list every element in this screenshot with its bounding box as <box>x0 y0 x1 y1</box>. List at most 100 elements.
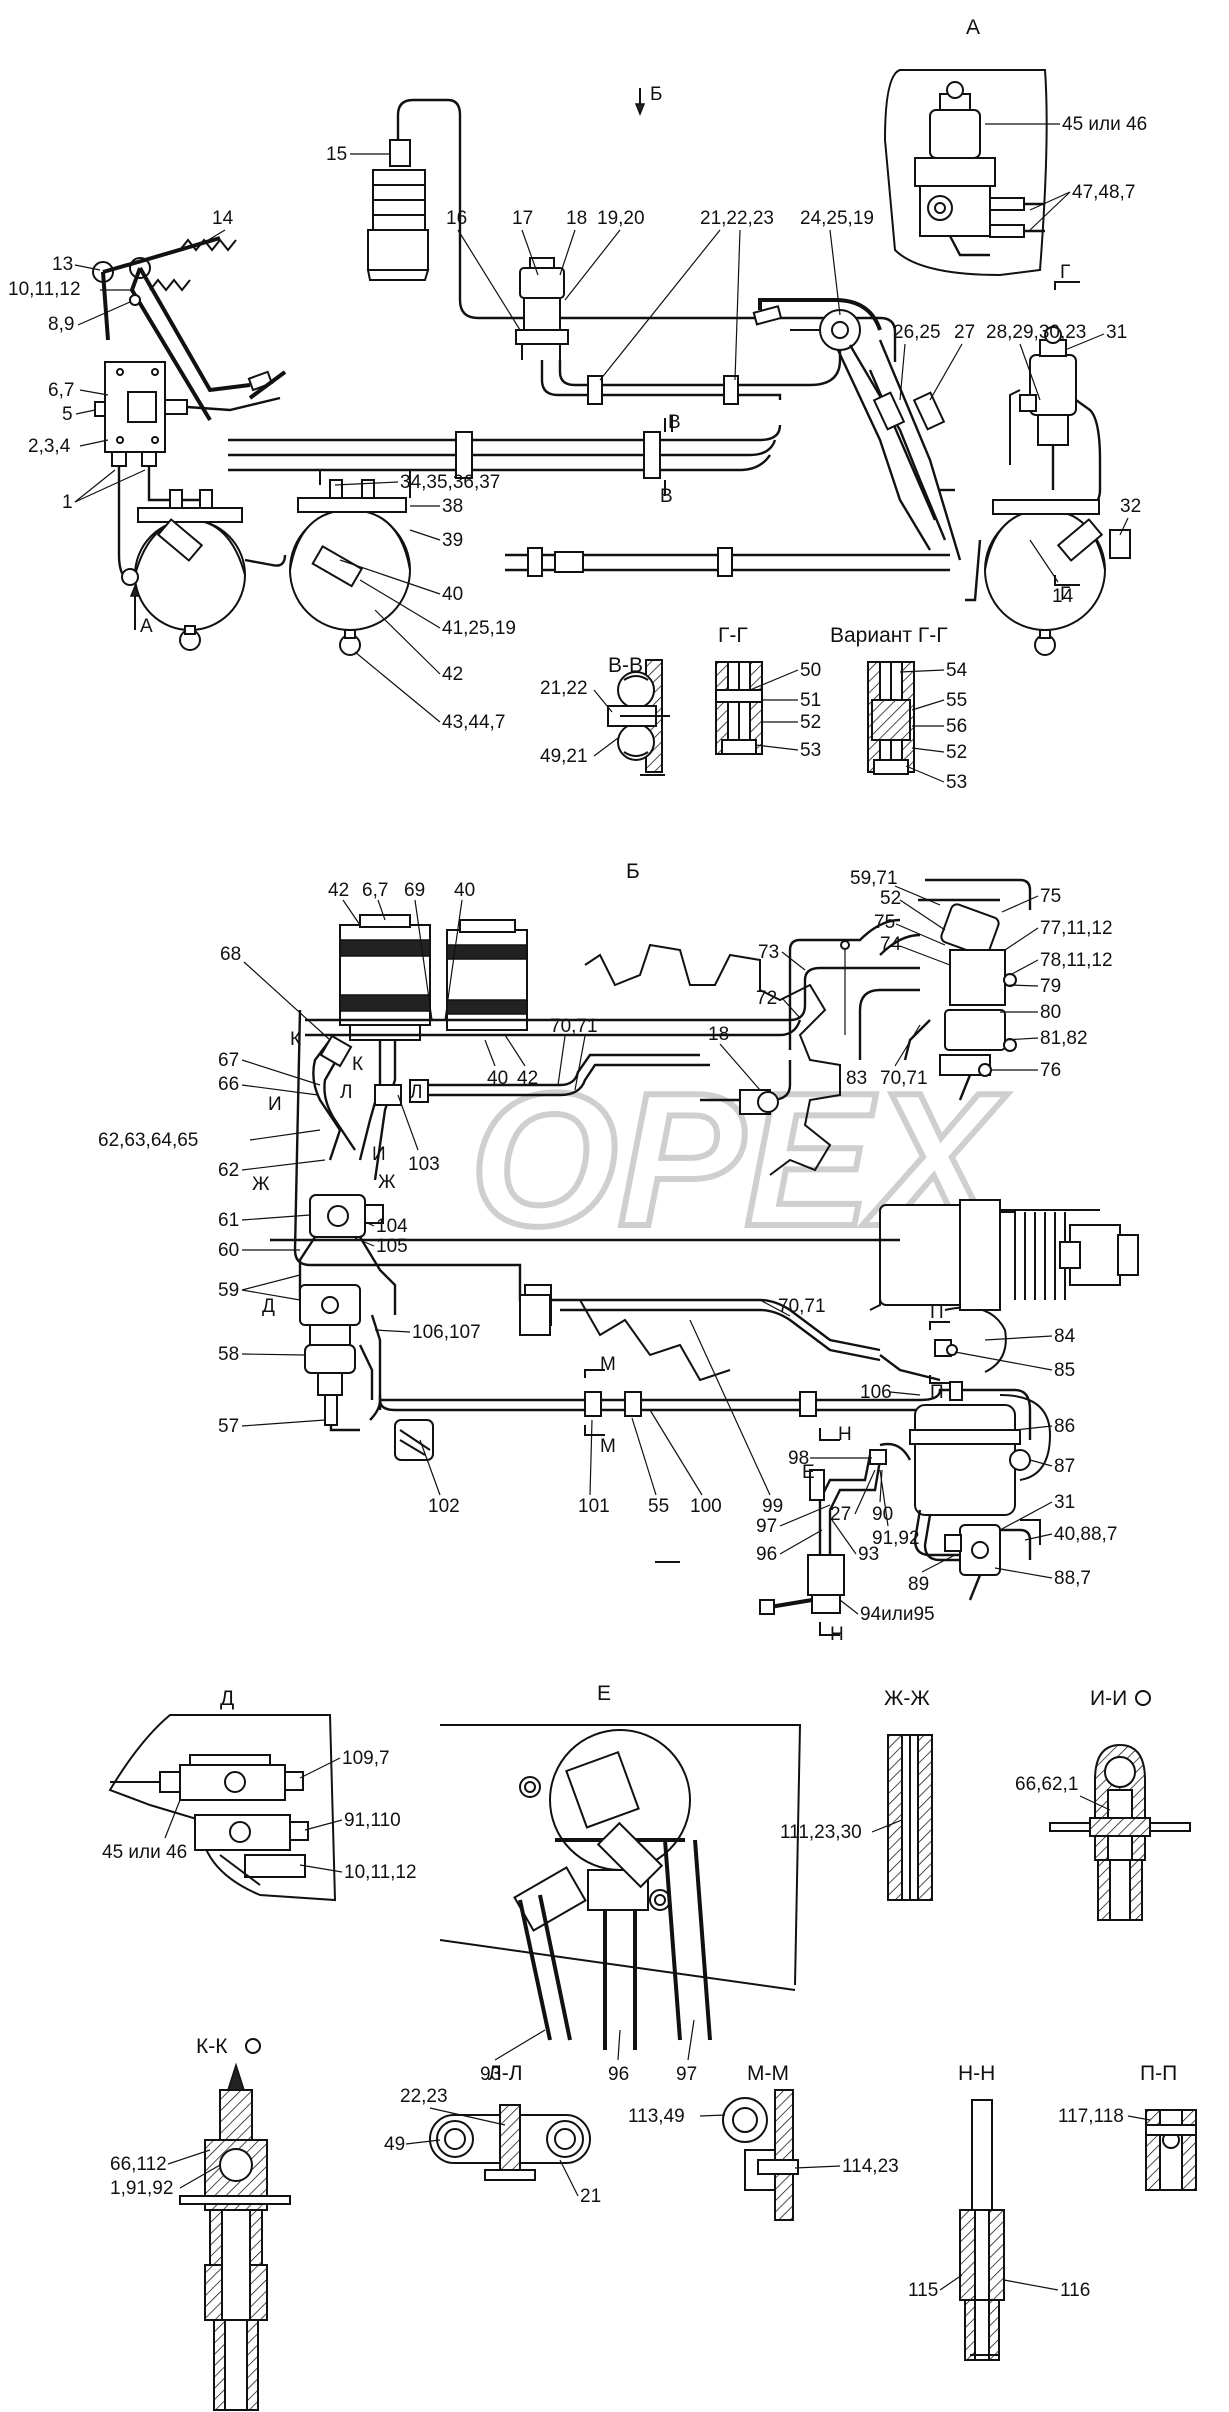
section-k-k <box>179 2062 291 2411</box>
section-k-mark-1: К <box>290 1029 301 1050</box>
callout-54: 54 <box>946 660 968 681</box>
callout-mid-18: 18 <box>708 1024 729 1045</box>
callout-116: 116 <box>1060 2280 1090 2301</box>
callout-mid-73: 73 <box>758 942 779 963</box>
callout-mid-104: 104 <box>376 1216 408 1237</box>
title-view-d: Д <box>220 1687 234 1710</box>
title-section-p-p: П-П <box>1140 2062 1177 2085</box>
callout-mid-89: 89 <box>908 1574 929 1595</box>
callout-mid-78-11-12: 78,11,12 <box>1040 950 1113 971</box>
callout-114-23: 114,23 <box>842 2156 899 2177</box>
title-section-zh-zh: Ж-Ж <box>884 1687 930 1710</box>
callouts-bottom: 109,7 91,110 10,11,12 45 или 46 93 96 97… <box>102 1748 1151 2301</box>
section-zh-mark-2: Ж <box>378 1172 396 1193</box>
callout-40: 40 <box>442 584 463 605</box>
title-view-a: А <box>966 16 980 39</box>
section-k-mark-2: К <box>352 1054 363 1075</box>
callout-mid-74: 74 <box>880 934 902 955</box>
callout-117-118: 117,118 <box>1058 2106 1124 2127</box>
callout-mid-97: 97 <box>756 1516 777 1537</box>
callout-mid-85: 85 <box>1054 1360 1075 1381</box>
callout-mid-75a: 75 <box>1040 886 1061 907</box>
section-g-bottom: Г <box>1060 584 1070 605</box>
middle-view-b: П П Н Н Е М М <box>252 878 1139 1645</box>
callout-bottom-45-or-46: 45 или 46 <box>102 1842 187 1863</box>
callout-21-22-23: 21,22,23 <box>700 208 774 229</box>
callout-21-22: 21,22 <box>540 678 588 699</box>
callout-mid-99: 99 <box>762 1496 783 1517</box>
callout-mid-101: 101 <box>578 1496 610 1517</box>
callout-mid-88-7: 88,7 <box>1054 1568 1091 1589</box>
callout-mid-79: 79 <box>1040 976 1061 997</box>
callout-113-49: 113,49 <box>628 2106 685 2127</box>
section-zh-mark-1: Ж <box>252 1174 270 1195</box>
right-valve-cluster <box>788 878 1032 1101</box>
callout-bottom-10-11-12: 10,11,12 <box>344 1862 417 1883</box>
callout-mid-84: 84 <box>1054 1326 1076 1347</box>
callout-19-20: 19,20 <box>597 208 645 229</box>
callout-51: 51 <box>800 690 821 711</box>
callout-mid-91-92: 91,92 <box>872 1528 920 1549</box>
callout-14-top: 14 <box>212 208 234 229</box>
callout-mid-90: 90 <box>872 1504 893 1525</box>
callout-14-bottom: 14 <box>1052 586 1074 607</box>
callout-34-37: 34,35,36,37 <box>400 472 500 493</box>
callouts-middle: 42 6,7 69 40 59,71 75 52 75 74 77,11,12 … <box>98 868 1117 1625</box>
callout-mid-96: 96 <box>756 1544 777 1565</box>
section-e-mark: Е <box>802 1462 815 1483</box>
section-v-v <box>607 659 670 776</box>
callout-mid-105: 105 <box>376 1236 408 1257</box>
callout-115: 115 <box>908 2280 938 2301</box>
callout-22-23: 22,23 <box>400 2086 448 2107</box>
engine-block <box>869 1199 1139 1311</box>
callout-mid-6-7: 6,7 <box>362 880 388 901</box>
callout-mid-81-82: 81,82 <box>1040 1028 1088 1049</box>
callout-50: 50 <box>800 660 821 681</box>
pedal-assembly <box>92 236 287 422</box>
callout-41-25-19: 41,25,19 <box>442 618 516 639</box>
distributor-block <box>94 361 281 467</box>
callout-55a: 55 <box>946 690 967 711</box>
callout-2-3-4: 2,3,4 <box>28 436 71 457</box>
callout-mid-87: 87 <box>1054 1456 1075 1477</box>
callout-bottom-96: 96 <box>608 2064 629 2085</box>
callout-66-62-1: 66,62,1 <box>1015 1774 1078 1795</box>
callout-66-112: 66,112 <box>110 2154 167 2175</box>
section-l-mark-1: Л <box>340 1082 352 1103</box>
section-p-top: П <box>930 1302 944 1323</box>
title-section-g-g: Г-Г <box>718 624 748 647</box>
callout-mid-86: 86 <box>1054 1416 1075 1437</box>
callout-mid-42b: 42 <box>517 1068 538 1089</box>
callout-52b: 52 <box>946 742 967 763</box>
callout-mid-42: 42 <box>328 880 349 901</box>
callout-mid-106-107: 106,107 <box>412 1322 481 1343</box>
callout-39: 39 <box>442 530 463 551</box>
air-tank-middle <box>289 469 411 656</box>
section-g-top: Г <box>1060 262 1070 283</box>
tank-lower-right <box>909 1394 1052 1601</box>
callout-56: 56 <box>946 716 967 737</box>
callout-bottom-97: 97 <box>676 2064 697 2085</box>
callout-mid-98: 98 <box>788 1448 809 1469</box>
callout-mid-77-11-12: 77,11,12 <box>1040 918 1113 939</box>
callout-53a: 53 <box>800 740 821 761</box>
section-g-g-variant <box>867 661 915 775</box>
title-section-v-v: В-В <box>608 654 643 677</box>
title-section-k-k: К-К <box>196 2035 228 2058</box>
callout-mid-93: 93 <box>858 1544 879 1565</box>
section-p-bottom: П <box>930 1382 944 1403</box>
callout-15: 15 <box>326 144 347 165</box>
callout-mid-70-71c: 70,71 <box>778 1296 826 1317</box>
callout-47-48-7: 47,48,7 <box>1072 182 1135 203</box>
callout-24-25-19: 24,25,19 <box>800 208 874 229</box>
callout-28-29-30-23: 28,29,30,23 <box>986 322 1086 343</box>
section-zh-zh <box>887 1734 933 1901</box>
callout-26-25: 26,25 <box>893 322 941 343</box>
view-titles: А В-В Г-Г Вариант Г-Г Б Д Е Ж-Ж И-И К-К … <box>196 16 1177 2085</box>
section-p-p <box>1145 2109 1197 2191</box>
callout-1-91-92: 1,91,92 <box>110 2178 173 2199</box>
callout-91-110: 91,110 <box>344 1810 401 1831</box>
callout-mid-69: 69 <box>404 880 425 901</box>
callouts-sections: 21,22 49,21 50 51 52 53 54 55 56 52 53 <box>540 660 968 793</box>
section-n-bottom: Н <box>830 1624 844 1645</box>
